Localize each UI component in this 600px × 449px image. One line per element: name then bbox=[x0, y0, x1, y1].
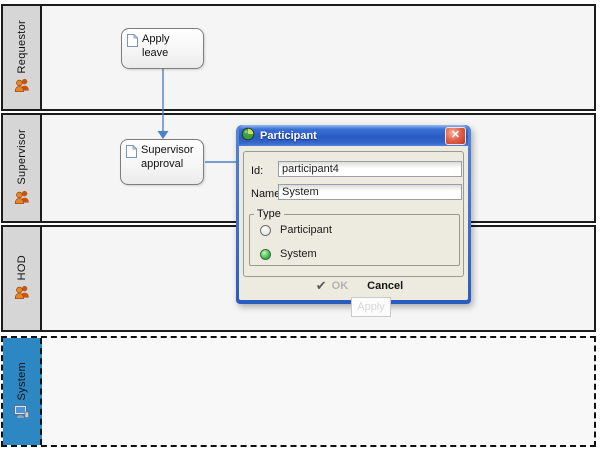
lane-system[interactable]: System bbox=[1, 336, 596, 447]
ok-button[interactable]: OK bbox=[331, 280, 349, 292]
radio-option-participant[interactable]: Participant bbox=[260, 224, 332, 236]
participant-dialog: Participant ✕ Id: Name: Type Participant… bbox=[236, 125, 471, 304]
lane-system-header[interactable]: System bbox=[3, 338, 42, 445]
id-label: Id: bbox=[251, 165, 264, 177]
lane-label: Supervisor bbox=[15, 129, 28, 185]
lane-label: Requestor bbox=[15, 19, 28, 74]
close-icon[interactable]: ✕ bbox=[445, 126, 466, 145]
computer-icon bbox=[14, 404, 29, 421]
lane-label: HOD bbox=[15, 254, 28, 281]
radio-label: Participant bbox=[280, 224, 332, 236]
radio-icon[interactable] bbox=[260, 248, 271, 260]
lane-requestor-header[interactable]: Requestor bbox=[3, 6, 42, 109]
id-field[interactable] bbox=[278, 161, 462, 177]
radio-label: System bbox=[280, 248, 317, 260]
name-label: Name: bbox=[251, 188, 284, 200]
dialog-body: Id: Name: Type Participant System ✔ OK C… bbox=[239, 146, 468, 300]
dialog-form-panel: Id: Name: Type Participant System bbox=[243, 151, 464, 277]
lane-supervisor-header[interactable]: Supervisor bbox=[3, 115, 42, 221]
participant-dialog-icon bbox=[241, 127, 255, 144]
activity-label: Apply leave bbox=[142, 33, 170, 59]
radio-option-system[interactable]: System bbox=[260, 248, 317, 260]
activity-supervisor-approval[interactable]: Supervisor approval bbox=[120, 139, 204, 185]
participants-icon bbox=[14, 189, 30, 207]
lane-system-body[interactable] bbox=[42, 338, 594, 445]
lane-hod-header[interactable]: HOD bbox=[3, 227, 42, 330]
radio-icon[interactable] bbox=[260, 224, 271, 236]
type-group: Type Participant System bbox=[249, 208, 460, 266]
participants-icon bbox=[14, 284, 30, 302]
lane-label: System bbox=[15, 362, 28, 401]
check-icon: ✔ bbox=[315, 278, 327, 293]
dialog-button-row: ✔ OK Cancel bbox=[239, 278, 468, 294]
dialog-title: Participant bbox=[260, 129, 317, 142]
participants-icon bbox=[14, 77, 30, 95]
name-field[interactable] bbox=[278, 184, 462, 200]
dialog-titlebar[interactable]: Participant ✕ bbox=[239, 125, 468, 146]
apply-tooltip: Apply bbox=[351, 297, 391, 317]
lane-requestor[interactable]: Requestor bbox=[1, 4, 596, 111]
activity-label: Supervisor approval bbox=[141, 144, 194, 170]
type-legend: Type bbox=[257, 208, 281, 220]
document-icon bbox=[127, 33, 139, 52]
document-icon bbox=[126, 144, 138, 163]
cancel-button[interactable]: Cancel bbox=[367, 280, 404, 292]
activity-apply-leave[interactable]: Apply leave bbox=[121, 28, 204, 69]
